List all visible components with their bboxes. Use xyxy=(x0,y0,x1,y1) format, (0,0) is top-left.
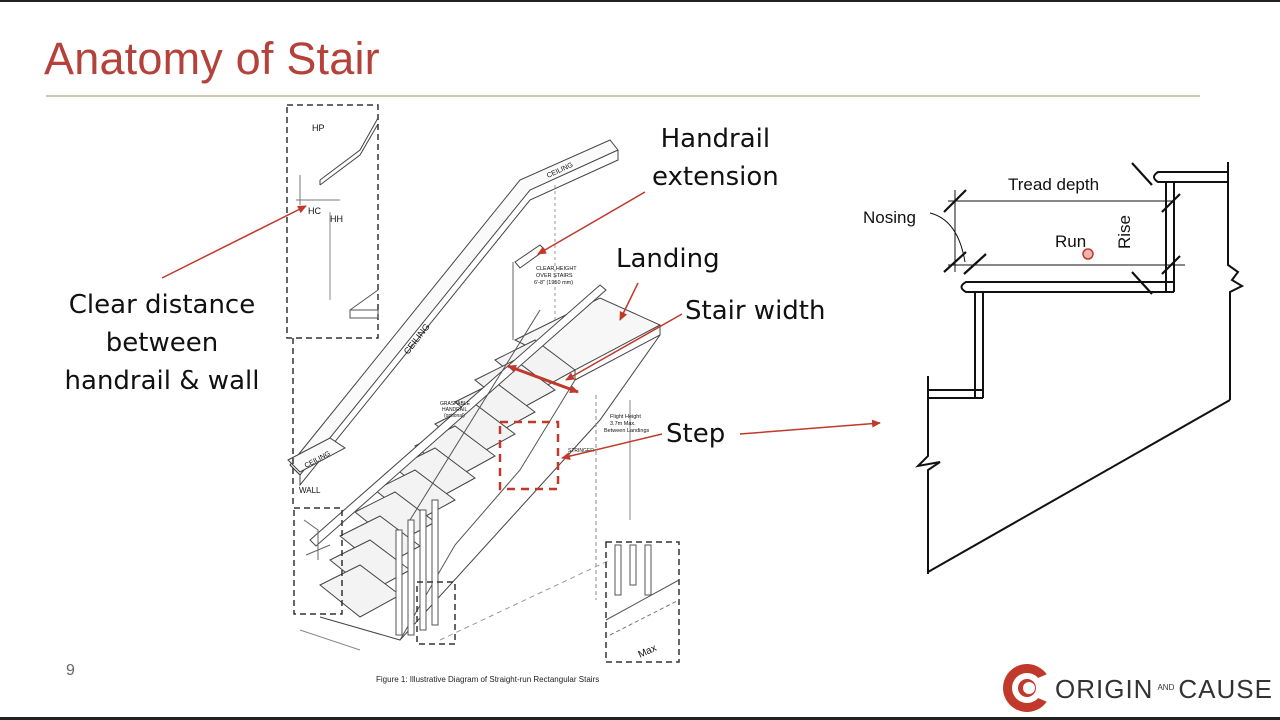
hh-text: HH xyxy=(330,214,343,224)
step-highlight-box xyxy=(498,420,560,491)
hp-text: HP xyxy=(312,123,325,133)
stair-section-diagram xyxy=(915,162,1245,574)
flight-height-note-1: Flight Height xyxy=(610,414,641,420)
arrow-step-illustration xyxy=(561,433,663,461)
graspable-note-2: HANDRAIL xyxy=(442,407,468,413)
stringer-note: STRINGER xyxy=(568,448,594,454)
slide-title: Anatomy of Stair xyxy=(44,33,380,84)
arrow-clear-distance xyxy=(161,205,307,279)
label-handrail-extension: Handrail extension xyxy=(652,120,779,196)
arrow-stair-width xyxy=(507,364,579,394)
bottom-border xyxy=(0,717,1280,720)
label-step: Step xyxy=(666,419,726,449)
clear-height-note-1: CLEAR HEIGHT xyxy=(536,266,577,272)
graspable-note-1: GRASPABLE xyxy=(440,401,471,407)
top-border xyxy=(0,0,1280,2)
label-clear-distance-line1: Clear distance xyxy=(68,290,256,320)
logo-word-and: AND xyxy=(1157,683,1175,692)
flight-height-note-3: Between Landings xyxy=(604,428,650,434)
flight-height-note-2: 3.7m Max. xyxy=(610,421,636,427)
max-note: Max xyxy=(637,643,659,661)
wall-text: WALL xyxy=(299,486,321,495)
arrow-step-section xyxy=(739,419,881,435)
detail-box-handrail-bottom xyxy=(293,507,343,615)
label-clear-distance-line3: handrail & wall xyxy=(64,366,260,396)
rise-label: Rise xyxy=(1115,215,1134,249)
tread-depth-label: Tread depth xyxy=(1008,175,1099,194)
cursor-indicator xyxy=(1082,248,1094,260)
nosing-label: Nosing xyxy=(863,208,916,227)
figure-caption: Figure 1: Illustrative Diagram of Straig… xyxy=(376,675,600,684)
section-dimensions xyxy=(929,190,1185,272)
clear-height-note-2: OVER STAIRS xyxy=(536,273,573,279)
clear-height-note-3: 6'-8" (1950 mm) xyxy=(534,280,573,286)
annotations xyxy=(161,191,881,491)
detail-box-handrail-top xyxy=(286,104,379,339)
arrow-landing xyxy=(619,282,639,321)
label-clear-distance-line2: between xyxy=(105,328,219,358)
logo-word-cause: CAUSE xyxy=(1178,674,1273,704)
slide-number: 9 xyxy=(66,662,75,679)
label-landing: Landing xyxy=(616,244,720,274)
section-ticks xyxy=(943,162,1181,295)
title-divider xyxy=(46,95,1200,97)
label-handrail-extension-line1: Handrail xyxy=(660,124,771,154)
label-stair-width: Stair width xyxy=(685,296,826,326)
arrow-stair-width-pointer xyxy=(565,313,683,381)
label-handrail-extension-line2: extension xyxy=(652,162,779,192)
run-label: Run xyxy=(1055,232,1086,251)
graspable-note-3: (optional) xyxy=(444,413,465,419)
logo-mark-icon xyxy=(1003,664,1052,712)
detail-box-baluster xyxy=(605,541,680,663)
label-clear-distance: Clear distance between handrail & wall xyxy=(62,286,262,400)
logo-word-origin: ORIGIN xyxy=(1055,674,1154,704)
hc-text: HC xyxy=(308,206,321,216)
arrow-handrail-extension xyxy=(537,191,646,255)
isometric-stair-illustration xyxy=(286,104,680,663)
